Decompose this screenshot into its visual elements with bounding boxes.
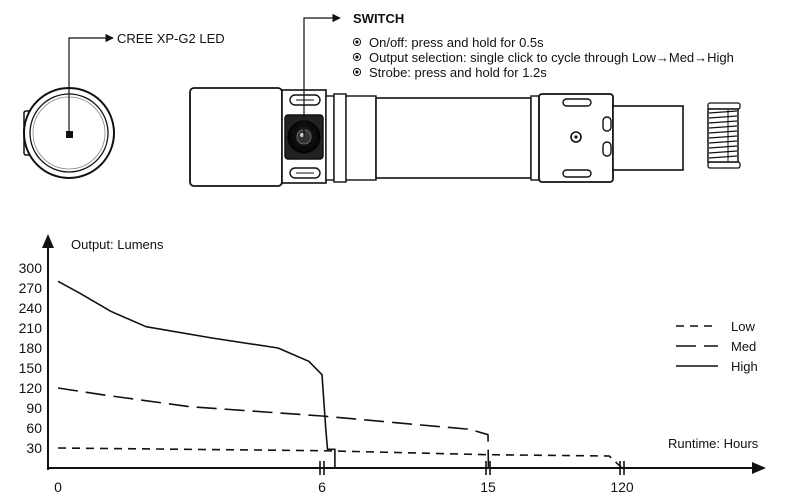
series-group (57, 280, 623, 469)
legend-label-med: Med (731, 339, 756, 354)
switch-item-bullet-icon (352, 52, 362, 62)
y-tick-label: 150 (19, 360, 43, 376)
y-axis-arrow-icon (42, 234, 54, 248)
runtime-chart: Output: Lumens Runtime: Hours 3060901201… (19, 234, 766, 495)
y-tick-label: 60 (26, 420, 42, 436)
flashlight-side-view (189, 87, 741, 187)
led-callout-label: CREE XP-G2 LED (117, 31, 225, 46)
y-tick-label: 300 (19, 260, 43, 276)
x-tick-label: 15 (480, 479, 496, 495)
x-axis-label: Runtime: Hours (668, 436, 759, 451)
x-ticks: 0 6 15 120 (54, 461, 634, 495)
x-tick-label: 120 (610, 479, 634, 495)
led-callout: CREE XP-G2 LED (68, 31, 225, 133)
y-tick-label: 120 (19, 380, 43, 396)
y-axis-label: Output: Lumens (71, 237, 164, 252)
legend-label-low: Low (731, 319, 755, 334)
switch-item-bullet-icon (352, 37, 362, 47)
x-tick-label: 0 (54, 479, 62, 495)
switch-item-bullet-icon (352, 67, 362, 77)
switch-title: SWITCH (353, 11, 404, 26)
legend-label-high: High (731, 359, 758, 374)
y-tick-label: 90 (26, 400, 42, 416)
led-chip-icon (66, 131, 73, 138)
switch-callout: SWITCH On/off: press and hold for 0.5s O… (303, 11, 734, 137)
switch-item-output: Output selection: single click to cycle … (369, 50, 734, 65)
series-line-high (57, 280, 336, 468)
switch-instructions: On/off: press and hold for 0.5s Output s… (352, 35, 734, 80)
y-tick-label: 30 (26, 440, 42, 456)
y-tick-label: 270 (19, 280, 43, 296)
series-line-med (57, 387, 490, 469)
switch-item-onoff: On/off: press and hold for 0.5s (369, 35, 544, 50)
y-tick-label: 240 (19, 300, 43, 316)
x-tick-label: 6 (318, 479, 326, 495)
series-line-low (57, 447, 623, 469)
y-tick-label: 180 (19, 340, 43, 356)
y-tick-label: 210 (19, 320, 43, 336)
x-axis-arrow-icon (752, 462, 766, 474)
switch-item-strobe: Strobe: press and hold for 1.2s (369, 65, 547, 80)
tail-spring-icon (707, 102, 741, 169)
y-ticks: 30 60 90 120 150 180 210 240 270 300 (19, 260, 43, 456)
